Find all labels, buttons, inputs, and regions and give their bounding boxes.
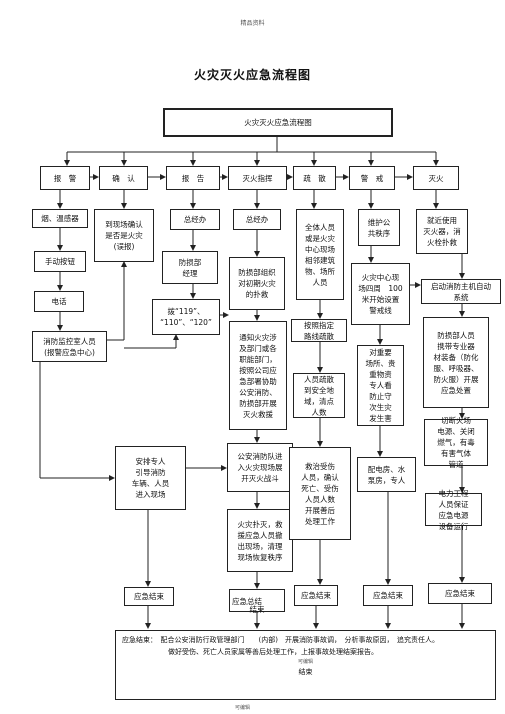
summary-line-2: 做好受伤、死亡人员家属等善后处理工作，上报事故处理结案报告。 (168, 648, 378, 656)
header-note: 精品资料 (240, 20, 265, 27)
end-box-1: 应急结束 (124, 587, 174, 606)
step-guard: 警 戒 (349, 166, 395, 190)
auto-system-box: 启动消防主机自动 系统 (421, 279, 501, 304)
equipment-box: 防损部人员 携带专业器 材装备（防化 服、呼吸器、 防火服）开展 应急处置 (423, 317, 489, 408)
rescue-box: 救治受伤 人员，确认 死亡、受伤 人员人数 开展善后 处理工作 (289, 447, 351, 540)
count-box: 人员疏散 到安全地 域，清点 人数 (293, 373, 345, 418)
summary-end: 结束 (298, 668, 313, 676)
dial-box: 拨“119”、 “110”、“120” (152, 299, 220, 335)
end-box-4: 应急结束 (363, 585, 413, 606)
end-box-2-sub: 结束 (249, 605, 265, 614)
perimeter-box: 火灾中心现 场四周 100 米开始设置 警戒线 (351, 263, 410, 325)
confirm-box: 到现场确认 是否是火灾 (误报) (94, 209, 154, 262)
organize-box: 防损部组织 对初期火灾 的扑救 (229, 257, 285, 310)
summary-box: 应急结束： 配合公安消防行政管理部门 (内部) 开展消防事故调， 分析事故原因，… (115, 630, 496, 700)
report-gm-box: 总经办 (170, 209, 220, 230)
step-confirm: 确 认 (99, 166, 148, 190)
extinguish-box: 就近使用 灭火器，消 火栓扑救 (416, 209, 468, 254)
step-alarm: 报 警 (40, 166, 90, 190)
cutoff-box: 切断火场 电源、关闭 燃气，有毒 有害气体 管道 (424, 416, 488, 469)
phone-box: 电话 (34, 291, 84, 312)
all-staff-box: 全体人员 或是火灾 中心现场 相邻建筑 物、场所 人员 (296, 209, 344, 300)
top-box: 火灾灭火应急流程图 (163, 108, 393, 137)
summary-note: 可编辑 (297, 659, 313, 665)
firefighting-box: 火灾扑灭，救 援应急人员撤 出现场，清理 现场恢复秩序 (227, 509, 293, 572)
step-evacuate: 疏 散 (293, 166, 336, 190)
end-box-5: 应急结束 (428, 583, 492, 604)
step-command: 灭火指挥 (228, 166, 287, 190)
step-extinguish: 灭火 (413, 166, 459, 190)
power-engineering-box: 电力工程 人员保证 应急电源 设备运行 (425, 489, 482, 531)
end-box-3: 应急结束 (294, 585, 338, 606)
evacuate-route-box: 按照指定 路线疏散 (291, 319, 347, 342)
notify-box: 通知火灾涉 及部门或各 职能部门， 按照公司应 急部署协助 公安消防、 防损部开… (229, 321, 287, 430)
power-room-box: 配电房、水 泵房，专人 (357, 457, 416, 492)
disaster-dept-box: 防损部 经理 (162, 251, 218, 284)
guard-order-box: 维护公 共秩序 (358, 209, 400, 246)
manual-button-box: 手动按钮 (34, 251, 86, 272)
guide-box: 安排专人 引导消防 车辆、人员 进入现场 (115, 446, 186, 510)
step-report: 报 告 (166, 166, 220, 190)
important-box: 对重要 场所、贵 重物资 专人看 防止守 次生灾 发生害 (357, 345, 404, 426)
end-box-2: 应急总结 (229, 589, 285, 612)
footer-note: 可编辑 (235, 705, 251, 711)
arrival-box: 公安消防队进 入火灾现场展 开灭火战斗 (227, 443, 293, 492)
page-title: 火灾灭火应急流程图 (193, 68, 311, 82)
summary-line-1: 应急结束： 配合公安消防行政管理部门 (内部) 开展消防事故调， 分析事故原因，… (122, 636, 439, 644)
detector-box: 烟、温感器 (32, 209, 88, 228)
command-gm-box: 总经办 (233, 209, 281, 230)
control-room-box: 消防监控室人员 (报警应急中心) (32, 331, 107, 362)
end-box-2-label: 应急总结 (232, 597, 262, 606)
